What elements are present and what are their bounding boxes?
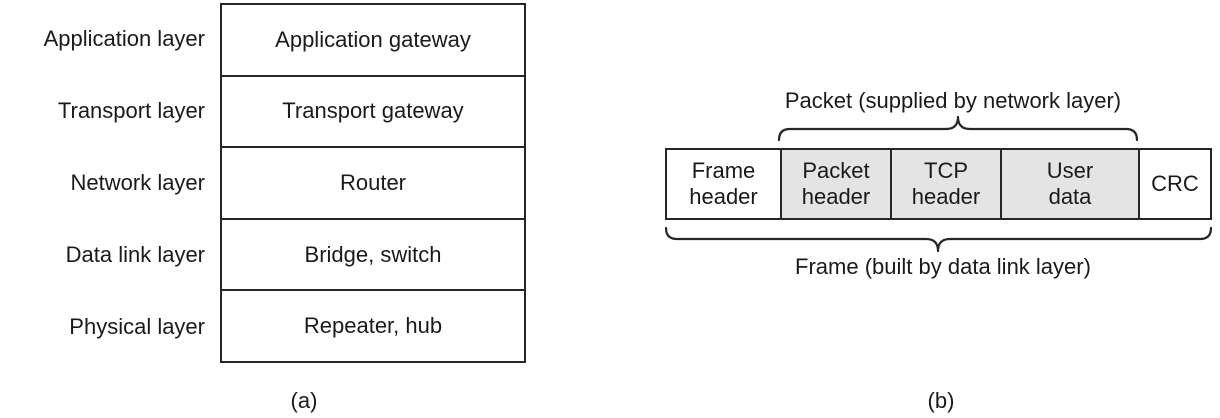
packet-brace-icon [778, 115, 1138, 142]
layer-label-application: Application layer [43, 26, 205, 51]
frame-cell-tcp-header: TCP header [890, 150, 1000, 218]
device-row-application-gateway: Application gateway [275, 26, 471, 52]
layer-label-physical: Physical layer [69, 314, 205, 339]
packet-brace-label: Packet (supplied by network layer) [784, 88, 1122, 113]
cell-line: header [911, 184, 981, 209]
frame-cell-user-data: User data [1000, 150, 1138, 218]
layer-label-column: Application layer Transport layer Networ… [0, 3, 205, 363]
frame-cell-packet-header: Packet header [780, 150, 890, 218]
panel-a: Application layer Transport layer Networ… [0, 0, 560, 418]
layer-label-network: Network layer [70, 170, 205, 195]
cell-line: TCP [924, 158, 968, 183]
layer-label-data-link: Data link layer [65, 242, 205, 267]
frame-cell-crc: CRC [1138, 150, 1210, 218]
layer-label-transport: Transport layer [57, 98, 205, 123]
cell-line: data [1048, 184, 1092, 209]
device-stack: Application gateway Transport gateway Ro… [220, 3, 526, 363]
caption-b: (b) [927, 388, 955, 413]
frame-brace-label: Frame (built by data link layer) [795, 254, 1091, 279]
device-row-router: Router [222, 146, 524, 218]
panel-b: Packet (supplied by network layer) Frame… [665, 0, 1220, 418]
caption-a: (a) [290, 388, 318, 413]
frame-brace-icon [665, 226, 1212, 253]
frame-cell-frame-header: Frame header [667, 150, 780, 218]
frame-box: Frame header Packet header TCP header Us… [665, 148, 1212, 220]
device-row-bridge-switch: Bridge, switch [222, 217, 524, 290]
cell-line: CRC [1151, 171, 1199, 196]
cell-line: Frame [691, 158, 756, 183]
device-row-transport-gateway: Transport gateway [222, 74, 524, 147]
cell-line: Packet [802, 158, 870, 183]
device-row-repeater-hub: Repeater, hub [222, 289, 524, 361]
cell-line: header [689, 184, 758, 209]
cell-line: header [801, 184, 871, 209]
cell-line: User [1046, 158, 1094, 183]
